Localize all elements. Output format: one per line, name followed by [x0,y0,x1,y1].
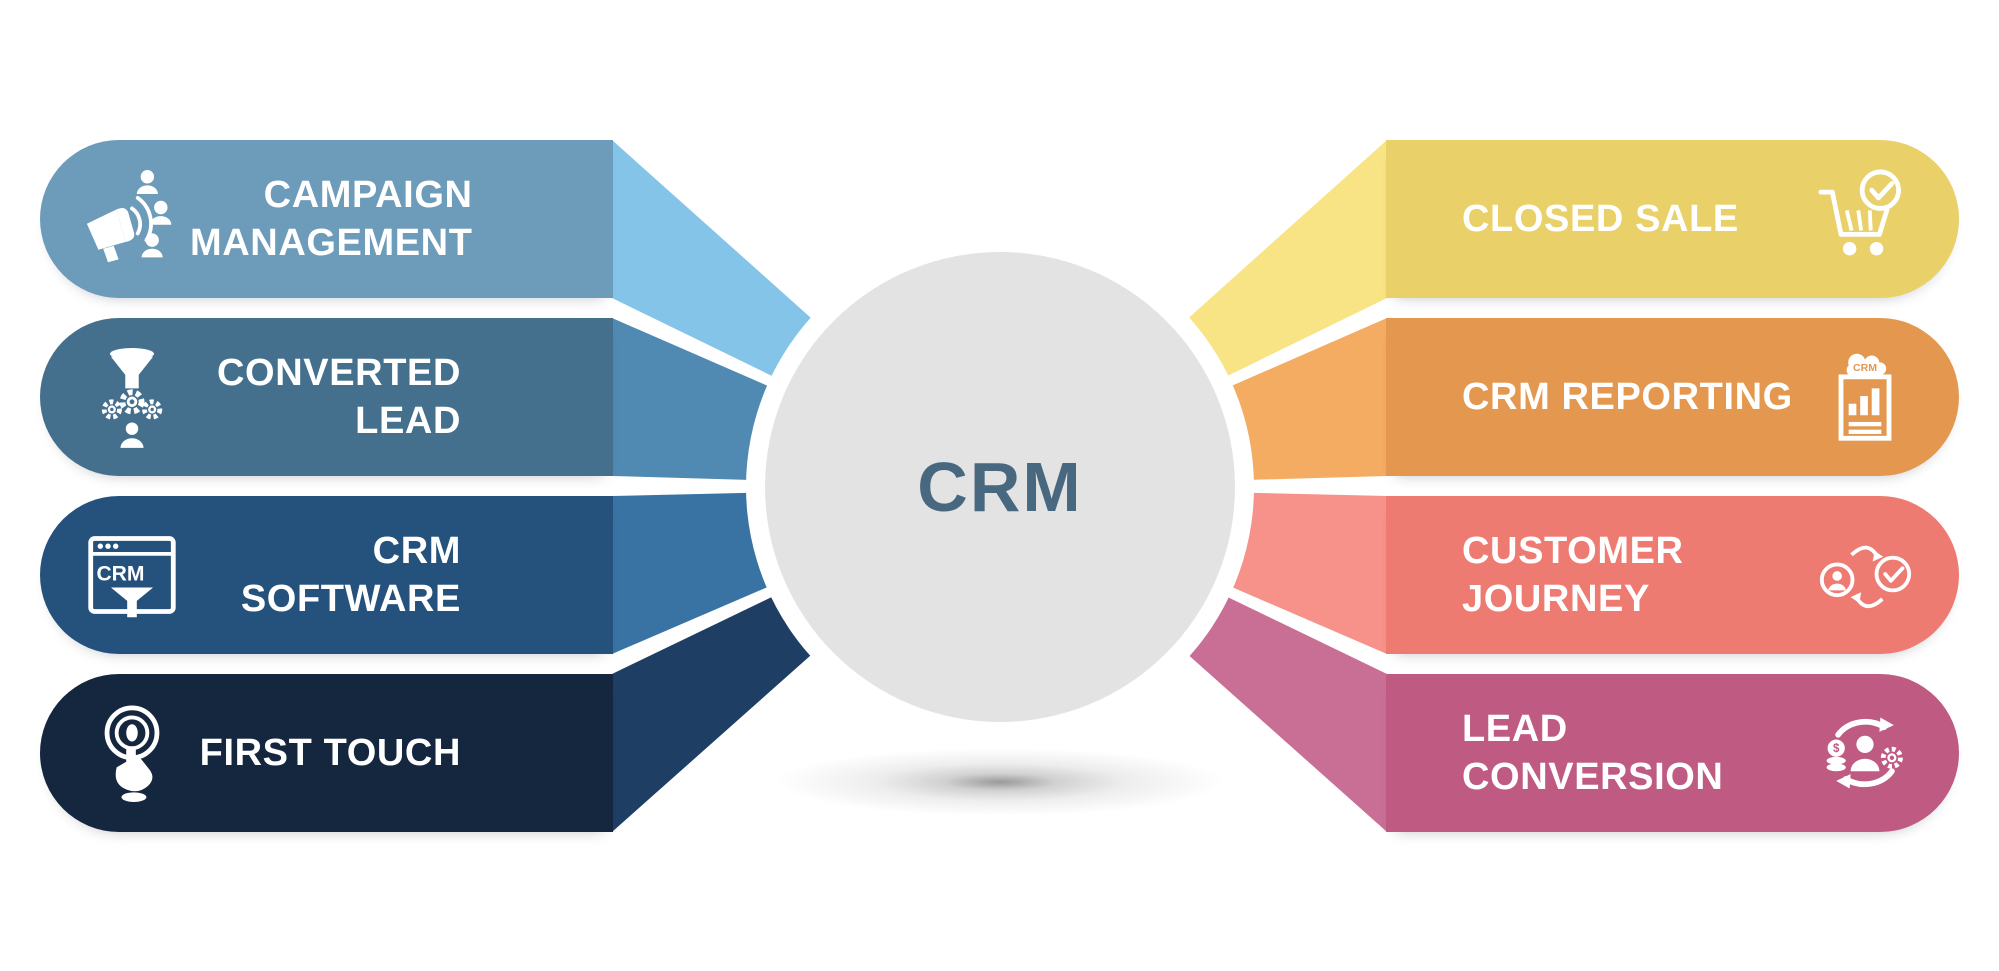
banner-customer-journey: CUSTOMER JOURNEY [1386,496,1959,654]
svg-text:CRM: CRM [1853,362,1877,374]
banner-label: FIRST TOUCH [199,732,461,774]
svg-text:CRM: CRM [96,563,144,586]
banner-label: CLOSED SALE [1462,198,1739,240]
banner-arrow-left-0 [612,140,812,377]
megaphone-audience-icon [84,166,180,272]
banner-label: CONVERTED LEAD [217,352,461,442]
banner-campaign-management: CAMPAIGN MANAGEMENT [40,140,613,298]
banner-label: CUSTOMER JOURNEY [1462,530,1684,620]
banner-arrow-right-3 [1188,597,1387,832]
lead-conversion-icon: $ [1817,700,1913,806]
banner-converted-lead: CONVERTED LEAD [40,318,613,476]
banner-lead-conversion: LEAD CONVERSION $ [1386,674,1959,832]
banner-arrow-left-1 [612,318,769,480]
customer-journey-icon [1817,522,1913,628]
banner-closed-sale: CLOSED SALE [1386,140,1959,298]
banner-first-touch: FIRST TOUCH [40,674,613,832]
banner-label: LEAD CONVERSION [1462,708,1724,798]
banner-arrow-right-1 [1231,318,1387,480]
banner-label: CRM SOFTWARE [240,530,461,620]
banner-arrows [612,140,1387,832]
crm-report-icon: CRM [1817,344,1913,450]
banner-crm-software: CRM CRM SOFTWARE [40,496,613,654]
banner-crm-reporting: CRM REPORTING CRM [1386,318,1959,476]
lead-funnel-gears-icon [84,344,180,450]
banner-arrow-left-2 [612,492,768,654]
center-circle [765,252,1235,722]
banner-arrow-left-3 [612,596,811,832]
touch-button-icon [84,700,180,806]
svg-text:$: $ [1833,743,1840,755]
banner-arrow-right-0 [1188,140,1387,376]
crm-browser-funnel-icon: CRM [84,522,180,628]
center-label: CRM [917,448,1083,526]
banner-arrow-right-2 [1232,492,1387,654]
banner-label: CRM REPORTING [1462,376,1793,418]
cart-check-icon [1817,166,1913,272]
banner-label: CAMPAIGN MANAGEMENT [190,174,473,264]
circle-shadow [775,748,1225,816]
